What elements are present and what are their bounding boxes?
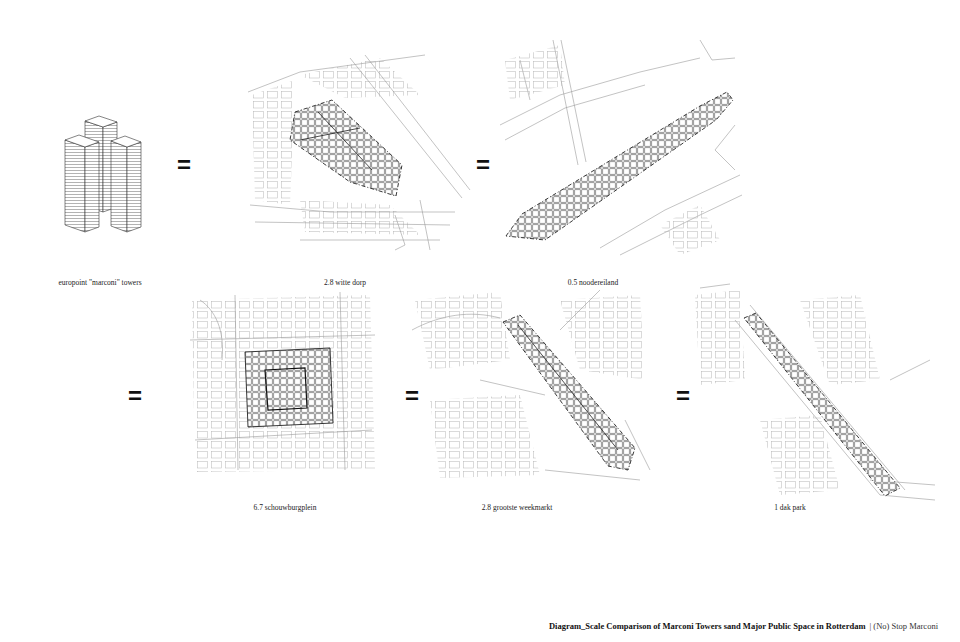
map-line (620, 195, 742, 255)
map-line (252, 80, 295, 205)
map-line (290, 100, 402, 196)
map-line (192, 295, 375, 472)
map-group (695, 284, 935, 500)
map-line (503, 315, 635, 470)
map-group (412, 290, 650, 480)
map-caption: europoint "marconi" towers (58, 279, 141, 287)
map-line (235, 295, 238, 470)
map-line (760, 415, 840, 495)
map-line (395, 215, 405, 250)
map-line (85, 142, 99, 232)
map-line (505, 45, 565, 100)
map-group (190, 292, 375, 472)
map-line (735, 320, 880, 495)
map-line (127, 142, 141, 232)
map-line (800, 295, 880, 385)
map-line (245, 348, 333, 427)
map-line (506, 92, 733, 240)
map-line (518, 325, 618, 450)
map-line (430, 395, 540, 478)
equals-sign: = (676, 384, 690, 408)
map-line (300, 128, 360, 140)
map-line (195, 430, 372, 440)
diagram-title: Diagram_Scale Comparison of Marconi Towe… (549, 621, 866, 631)
map-line (65, 140, 85, 232)
map-line (85, 116, 117, 127)
map-line (700, 40, 735, 60)
map-caption: 2.8 grootste weekmarkt (482, 504, 553, 512)
map-caption: 0.5 noodereiland (568, 279, 618, 287)
map-line (65, 135, 99, 147)
map-line (561, 40, 586, 162)
map-line (545, 470, 640, 480)
map-line (420, 200, 430, 250)
map-caption: 1 dak park (774, 504, 806, 512)
map-line (715, 125, 735, 170)
map-line (560, 295, 645, 380)
map-line (660, 205, 720, 255)
map-line (880, 495, 935, 500)
map-line (111, 141, 127, 232)
map-line (480, 380, 545, 395)
equals-sign: = (405, 384, 419, 408)
map-line (415, 292, 510, 370)
equals-sign: = (476, 153, 490, 177)
map-line (200, 300, 223, 360)
equals-sign: = (128, 384, 142, 408)
map-line (248, 55, 425, 92)
map-line (255, 222, 450, 225)
map-line (744, 313, 900, 496)
map-line (250, 205, 455, 212)
map-caption: 6.7 schouwburgplein (254, 504, 317, 512)
map-line (340, 292, 345, 470)
map-group (65, 116, 141, 232)
map-group (500, 40, 742, 255)
map-caption: 2.8 witte dorp (324, 279, 366, 287)
map-line (412, 314, 500, 330)
equals-sign: = (177, 153, 191, 177)
map-line (695, 290, 745, 385)
title-bar: Diagram_Scale Comparison of Marconi Towe… (549, 621, 938, 631)
map-line (560, 290, 600, 330)
map-line (300, 240, 440, 241)
map-line (700, 284, 730, 288)
map-line (750, 305, 905, 490)
map-line (300, 200, 420, 235)
map-line (318, 112, 372, 170)
diagram-caption: | (No) Stop Marconi (869, 621, 938, 631)
map-line (265, 368, 307, 410)
map-line (890, 360, 930, 380)
map-line (190, 335, 375, 340)
map-line (111, 136, 141, 147)
map-group (248, 55, 470, 250)
